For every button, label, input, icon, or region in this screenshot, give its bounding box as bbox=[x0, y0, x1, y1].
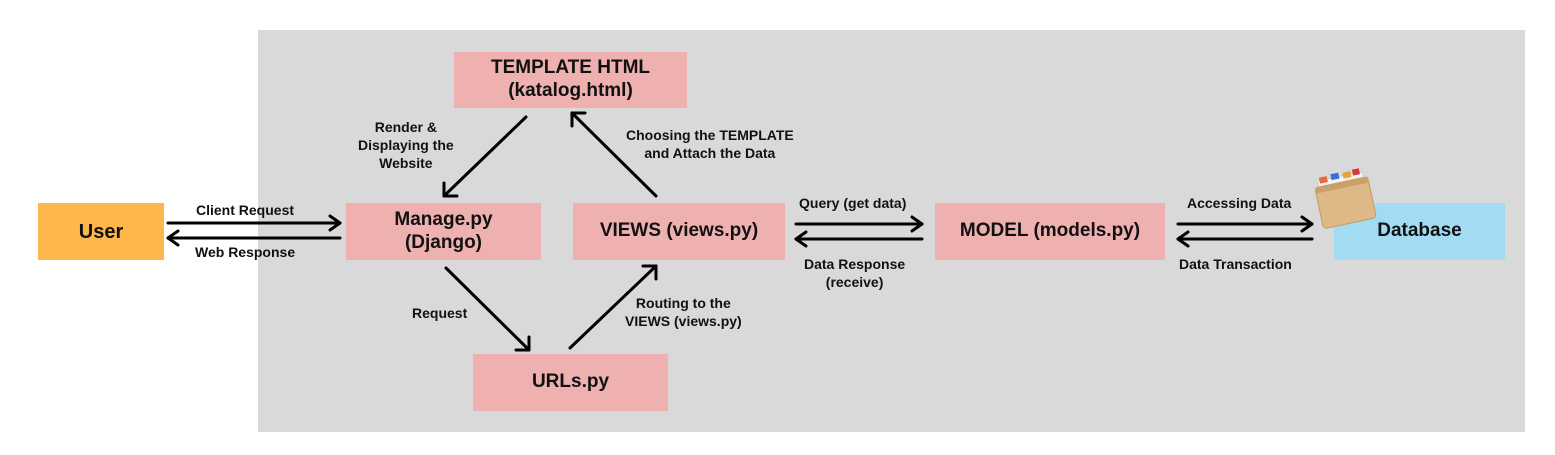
data-transaction-label: Data Transaction bbox=[1179, 256, 1292, 272]
data-response-label: Data Response (receive) bbox=[804, 255, 905, 291]
render-label-line3: Website bbox=[379, 155, 433, 172]
data-response-arrow bbox=[794, 230, 924, 248]
urls-label: URLs.py bbox=[531, 371, 610, 393]
choosing-label: Choosing the TEMPLATE and Attach the Dat… bbox=[626, 126, 794, 162]
client-request-arrow bbox=[166, 214, 342, 232]
choosing-label-line1: Choosing the TEMPLATE bbox=[626, 127, 794, 143]
routing-arrow bbox=[568, 264, 658, 350]
accessing-data-label: Accessing Data bbox=[1187, 195, 1292, 211]
template-label-line1: TEMPLATE HTML bbox=[490, 57, 650, 79]
database-label: Database bbox=[1377, 220, 1462, 242]
query-arrow bbox=[794, 215, 924, 233]
manage-node: Manage.py (Django) bbox=[346, 203, 541, 260]
accessing-data-arrow bbox=[1176, 215, 1314, 233]
data-response-label-line1: Data Response bbox=[804, 256, 906, 272]
render-label-line1: Render & bbox=[374, 119, 437, 135]
choosing-label-line2: and Attach the Data bbox=[644, 145, 776, 162]
manage-label-line1: Manage.py bbox=[394, 208, 493, 230]
render-label: Render & Displaying the Website bbox=[358, 118, 454, 173]
user-node: User bbox=[38, 203, 164, 260]
user-label: User bbox=[78, 220, 124, 243]
model-node: MODEL (models.py) bbox=[935, 203, 1165, 260]
data-transaction-arrow bbox=[1176, 230, 1314, 248]
request-arrow bbox=[444, 266, 531, 352]
web-response-label: Web Response bbox=[195, 244, 296, 260]
views-label: VIEWS (views.py) bbox=[599, 220, 759, 242]
template-label-line2: (katalog.html) bbox=[508, 80, 633, 101]
routing-label: Routing to the VIEWS (views.py) bbox=[625, 294, 742, 330]
urls-node: URLs.py bbox=[473, 354, 668, 411]
render-label-line2: Displaying the bbox=[358, 137, 454, 154]
render-arrow bbox=[442, 115, 528, 198]
template-node: TEMPLATE HTML (katalog.html) bbox=[454, 52, 687, 108]
web-response-arrow bbox=[166, 229, 342, 247]
client-request-label: Client Request bbox=[196, 202, 295, 218]
views-node: VIEWS (views.py) bbox=[573, 203, 785, 260]
file-box-icon bbox=[1314, 168, 1377, 229]
query-label: Query (get data) bbox=[799, 195, 907, 211]
data-response-label-line2: (receive) bbox=[825, 274, 884, 291]
request-label: Request bbox=[412, 305, 468, 321]
routing-label-line2: VIEWS (views.py) bbox=[625, 313, 742, 330]
choosing-template-arrow bbox=[570, 111, 658, 198]
model-label: MODEL (models.py) bbox=[959, 220, 1141, 242]
routing-label-line1: Routing to the bbox=[635, 295, 731, 311]
manage-label-line2: (Django) bbox=[404, 231, 483, 253]
